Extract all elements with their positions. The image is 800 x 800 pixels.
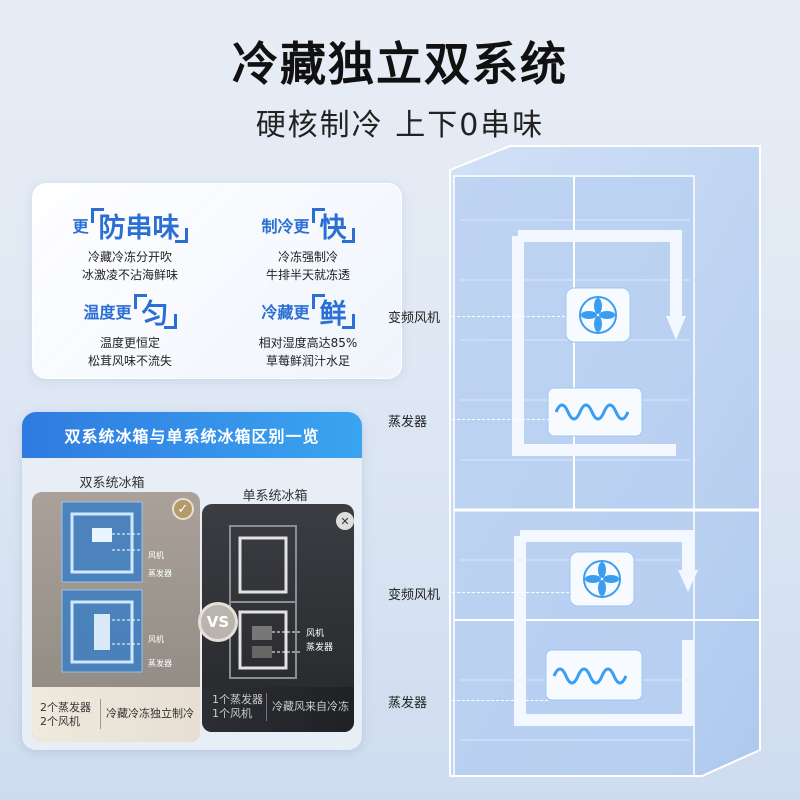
leader-line xyxy=(452,700,548,701)
vs-badge: VS xyxy=(198,602,238,642)
divider xyxy=(266,693,267,721)
feature-prefix: 温度更 xyxy=(83,303,132,322)
feature-desc-line: 冰激凌不沾海鲜味 xyxy=(81,268,178,282)
page-subtitle: 硬核制冷 上下0串味 xyxy=(255,108,545,143)
single-tag-evaporator: 蒸发器 xyxy=(306,643,334,653)
comparison-card: 双系统冰箱与单系统冰箱区别一览 双系统冰箱 单系统冰箱 风机 蒸发器 风机 蒸发… xyxy=(22,412,362,750)
feature-fast-cooling: 制冷更 快 冷冻强制冷 牛排半天就冻透 xyxy=(223,202,393,284)
close-icon: ✕ xyxy=(336,512,354,530)
single-fridge-illustration xyxy=(229,525,302,679)
fridge-label-fan: 变频风机 xyxy=(388,588,441,603)
single-count-fan: 1个风机 xyxy=(212,707,252,720)
feature-desc-line: 冷冻强制冷 xyxy=(277,250,338,264)
feature-prefix: 更 xyxy=(72,217,89,236)
feature-prefix: 制冷更 xyxy=(261,217,310,236)
dual-tag-evaporator: 蒸发器 xyxy=(148,659,172,668)
dual-fridge-illustration xyxy=(61,501,143,673)
feature-even-temperature: 温度更 匀 温度更恒定 松茸风味不流失 xyxy=(45,288,215,370)
feature-card: 更 防串味 冷藏冷冻分开吹 冰激凌不沾海鲜味 制冷更 快 冷冻强制冷 牛排半天就… xyxy=(32,183,402,379)
feature-emphasis: 鲜 xyxy=(311,292,355,331)
single-count-evaporator: 1个蒸发器 xyxy=(212,693,263,706)
page-title: 冷藏独立双系统 xyxy=(232,37,568,91)
feature-emphasis: 快 xyxy=(311,206,355,245)
feature-freshness: 冷藏更 鲜 相对湿度高达85% 草莓鲜润汁水足 xyxy=(223,288,393,370)
leader-line xyxy=(452,316,570,317)
fridge-label-fan: 变频风机 xyxy=(388,311,441,326)
comparison-header: 双系统冰箱与单系统冰箱区别一览 xyxy=(22,412,362,458)
dual-count-fan: 2个风机 xyxy=(40,715,80,728)
check-icon: ✓ xyxy=(172,498,194,520)
leader-line xyxy=(452,419,550,420)
feature-desc-line: 牛排半天就冻透 xyxy=(265,268,350,282)
dual-system-label: 双系统冰箱 xyxy=(79,476,145,491)
fridge-label-evaporator: 蒸发器 xyxy=(388,415,428,430)
dual-system-summary: 2个蒸发器 2个风机 冷藏冷冻独立制冷 xyxy=(32,687,200,742)
feature-desc-line: 松茸风味不流失 xyxy=(87,354,172,368)
single-tag-fan: 风机 xyxy=(306,629,325,639)
fridge-illustration xyxy=(449,145,761,777)
dual-tag-evaporator: 蒸发器 xyxy=(148,569,172,578)
feature-desc-line: 草莓鲜润汁水足 xyxy=(265,354,350,368)
feature-anti-odor: 更 防串味 冷藏冷冻分开吹 冰激凌不沾海鲜味 xyxy=(45,202,215,284)
dual-count-evaporator: 2个蒸发器 xyxy=(40,701,91,714)
feature-prefix: 冷藏更 xyxy=(261,303,310,322)
feature-desc-line: 冷藏冷冻分开吹 xyxy=(87,250,172,264)
leader-line xyxy=(452,592,574,593)
divider xyxy=(100,699,101,729)
fridge-label-evaporator: 蒸发器 xyxy=(388,696,428,711)
dual-tag-fan: 风机 xyxy=(148,551,164,560)
feature-emphasis: 匀 xyxy=(133,292,177,331)
feature-desc-line: 温度更恒定 xyxy=(99,336,160,350)
dual-summary-text: 冷藏冷冻独立制冷 xyxy=(106,707,194,720)
feature-emphasis: 防串味 xyxy=(90,206,188,245)
feature-desc-line: 相对湿度高达85% xyxy=(258,336,358,350)
dual-tag-fan: 风机 xyxy=(148,635,164,644)
single-system-label: 单系统冰箱 xyxy=(242,489,308,504)
single-system-summary: 1个蒸发器 1个风机 冷藏风来自冷冻 xyxy=(202,687,354,732)
single-summary-text: 冷藏风来自冷冻 xyxy=(272,700,349,713)
